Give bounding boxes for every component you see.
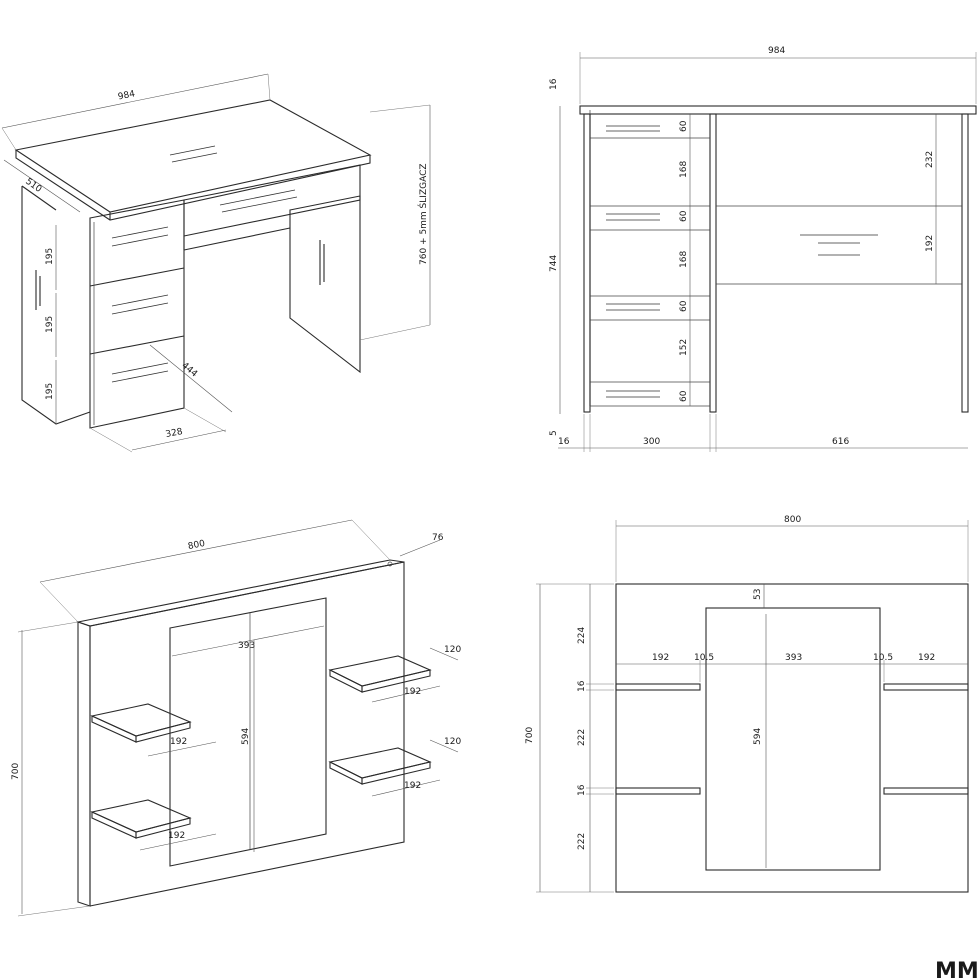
brand-watermark: MM — [935, 959, 979, 980]
desk-depth-dim: 510 — [23, 177, 43, 195]
leg-dim: 16 — [558, 437, 570, 447]
front-top-gap: 53 — [753, 589, 763, 600]
panel-depth-dim: 76 — [432, 533, 444, 543]
front-v-3: 222 — [577, 729, 587, 746]
shelf-depth-2: 120 — [444, 737, 461, 747]
desk-width-dim: 984 — [117, 89, 136, 102]
bottom-width-dim: 328 — [165, 427, 184, 440]
front-height-dim: 744 — [549, 255, 559, 272]
panel-front-view: 800 700 224 16 222 16 222 53 594 192 10.… — [525, 515, 969, 893]
panel-isometric-view: 800 76 700 393 594 120 120 192 192 192 1… — [11, 519, 461, 917]
front-gap-left: 10.5 — [694, 653, 714, 663]
panel-height-dim: 700 — [11, 763, 21, 780]
front-shelf-left: 192 — [652, 653, 669, 663]
front-shelf-right: 192 — [918, 653, 935, 663]
front-v-4: 16 — [577, 784, 587, 796]
front-panel-height: 700 — [525, 727, 535, 744]
shelf-width-3: 192 — [404, 687, 421, 697]
right-stack-2: 192 — [925, 235, 935, 252]
shelf-width-2: 192 — [168, 831, 185, 841]
front-v-5: 222 — [577, 833, 587, 850]
front-gap-right: 10.5 — [873, 653, 893, 663]
front-v-2: 16 — [577, 680, 587, 692]
right-width-dim: 616 — [832, 437, 849, 447]
desk-height-dim: 760 + 5mm ŚLIZGACZ — [417, 163, 429, 265]
left-width-dim: 300 — [643, 437, 660, 447]
left-stack-7: 60 — [679, 390, 689, 402]
left-stack-5: 60 — [679, 300, 689, 312]
mirror-width-dim: 393 — [238, 641, 255, 651]
top-thickness-dim: 16 — [549, 78, 559, 90]
shelf-width-1: 192 — [170, 737, 187, 747]
shelf-width-4: 192 — [404, 781, 421, 791]
mirror-height-dim: 594 — [241, 728, 251, 745]
desk-front-view: 984 16 744 5 16 300 616 60 168 60 168 60… — [549, 46, 977, 452]
left-stack-4: 168 — [679, 251, 689, 268]
front-mirror-width: 393 — [785, 653, 802, 663]
front-mirror-height: 594 — [753, 728, 763, 745]
front-width-dim: 984 — [768, 46, 785, 56]
panel-width-dim: 800 — [187, 539, 206, 552]
left-stack-6: 152 — [679, 339, 689, 356]
left-stack-3: 60 — [679, 210, 689, 222]
right-stack-1: 232 — [925, 151, 935, 168]
front-panel-width: 800 — [784, 515, 801, 525]
drawer-height-3: 195 — [45, 383, 55, 400]
left-stack-1: 60 — [679, 120, 689, 132]
drawer-height-2: 195 — [45, 316, 55, 333]
shelf-depth-1: 120 — [444, 645, 461, 655]
desk-isometric-view: 984 510 760 + 5mm ŚLIZGACZ 195 195 195 3… — [1, 73, 431, 453]
front-v-1: 224 — [577, 627, 587, 644]
left-stack-2: 168 — [679, 161, 689, 178]
drawer-height-1: 195 — [45, 248, 55, 265]
foot-dim: 5 — [549, 430, 559, 436]
